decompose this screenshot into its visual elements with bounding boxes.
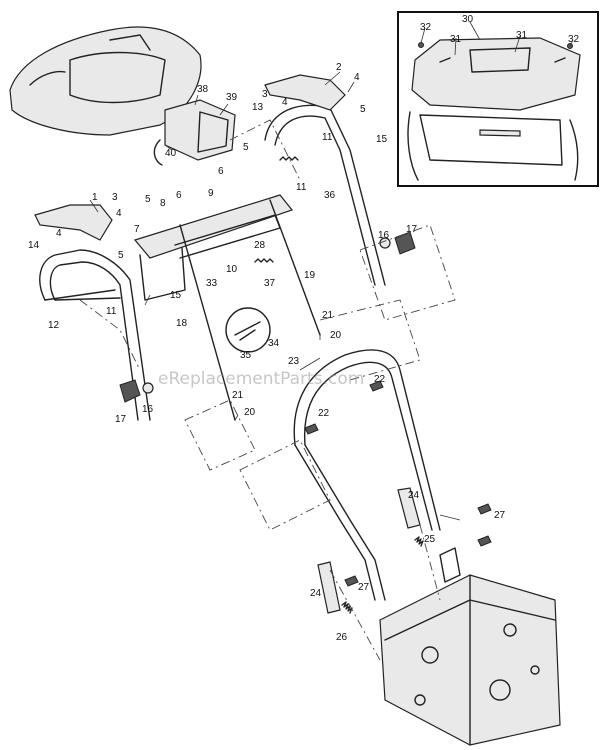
knob-left <box>119 379 141 403</box>
callout: 20 <box>244 407 256 418</box>
left-handle <box>39 249 151 421</box>
callout: 11 <box>322 132 333 143</box>
callout: 37 <box>264 278 276 289</box>
lower-handle <box>293 349 441 531</box>
callout: 27 <box>494 510 506 521</box>
callout: 1 <box>92 192 98 203</box>
callout: 7 <box>134 224 140 235</box>
callout: 5 <box>360 104 366 115</box>
callout: 15 <box>376 134 388 145</box>
callout: 23 <box>288 356 300 367</box>
detail-circle <box>225 307 271 353</box>
callout: 25 <box>424 534 436 545</box>
callout: 2 <box>336 62 342 73</box>
callout: 6 <box>176 190 182 201</box>
inset-callout: 31 <box>516 30 528 41</box>
callout: 36 <box>324 190 336 201</box>
callout: 10 <box>226 264 238 275</box>
callout: 8 <box>160 198 166 209</box>
callout: 21 <box>322 310 334 321</box>
callout: 22 <box>318 408 330 419</box>
callout: 19 <box>304 270 316 281</box>
shift-rod-left <box>179 224 236 421</box>
callout: 11 <box>296 182 307 193</box>
console-housing <box>9 26 202 136</box>
callout: 13 <box>252 102 264 113</box>
callout: 5 <box>118 250 124 261</box>
callout: 38 <box>197 84 209 95</box>
callout: 21 <box>232 390 244 401</box>
callout: 5 <box>243 142 249 153</box>
callout: 24 <box>310 588 322 599</box>
callout: 18 <box>176 318 188 329</box>
callout: 17 <box>406 224 418 235</box>
callout: 16 <box>142 404 154 415</box>
callout: 4 <box>56 228 62 239</box>
chassis-frame <box>379 547 561 746</box>
callout: 17 <box>115 414 127 425</box>
inset-callout: 31 <box>450 34 462 45</box>
spring-37 <box>254 258 274 263</box>
bolt-27-lower <box>344 575 359 587</box>
callout: 4 <box>282 97 288 108</box>
bolt-22-upper <box>369 380 384 392</box>
knob-right <box>394 231 416 255</box>
callout: 16 <box>378 230 390 241</box>
bolt-27-right <box>477 535 492 547</box>
spring-36 <box>279 156 299 161</box>
callout: 4 <box>116 208 122 219</box>
tube-24-lower <box>317 561 341 614</box>
spring-25 <box>414 536 424 547</box>
callout: 24 <box>408 490 420 501</box>
callouts: 38 39 40 2 4 3 4 13 5 11 15 5 6 9 11 36 … <box>28 62 506 643</box>
inset-console-cover <box>411 37 581 111</box>
inset-callout: 30 <box>462 14 474 25</box>
callout: 20 <box>330 330 342 341</box>
callout: 22 <box>374 374 386 385</box>
callout: 4 <box>354 72 360 83</box>
callout: 33 <box>206 278 218 289</box>
callout: 12 <box>48 320 60 331</box>
cross-panel <box>133 194 294 259</box>
callout: 27 <box>358 582 370 593</box>
watermark: eReplacementParts.com <box>158 369 364 389</box>
callout: 6 <box>218 166 224 177</box>
spring-26 <box>341 601 353 614</box>
right-control-lever <box>264 74 346 111</box>
callout: 9 <box>208 188 214 199</box>
callout: 35 <box>240 350 252 361</box>
callout: 15 <box>170 290 182 301</box>
shift-rod-right <box>269 199 321 336</box>
bolt-27-upper <box>477 503 492 515</box>
callout: 34 <box>268 338 280 349</box>
callout: 39 <box>226 92 238 103</box>
callout: 40 <box>165 148 177 159</box>
callout: 5 <box>145 194 151 205</box>
callout: 3 <box>262 89 268 100</box>
bolt-22-lower <box>304 423 319 435</box>
callout: 14 <box>28 240 40 251</box>
callout: 26 <box>336 632 348 643</box>
inset-detail: 32 30 31 31 32 <box>397 11 599 187</box>
callout: 11 <box>106 306 117 317</box>
left-control-lever <box>34 204 113 241</box>
callout: 28 <box>254 240 266 251</box>
inset-callout: 32 <box>420 22 432 33</box>
inset-callout: 32 <box>568 34 580 45</box>
callout: 3 <box>112 192 118 203</box>
